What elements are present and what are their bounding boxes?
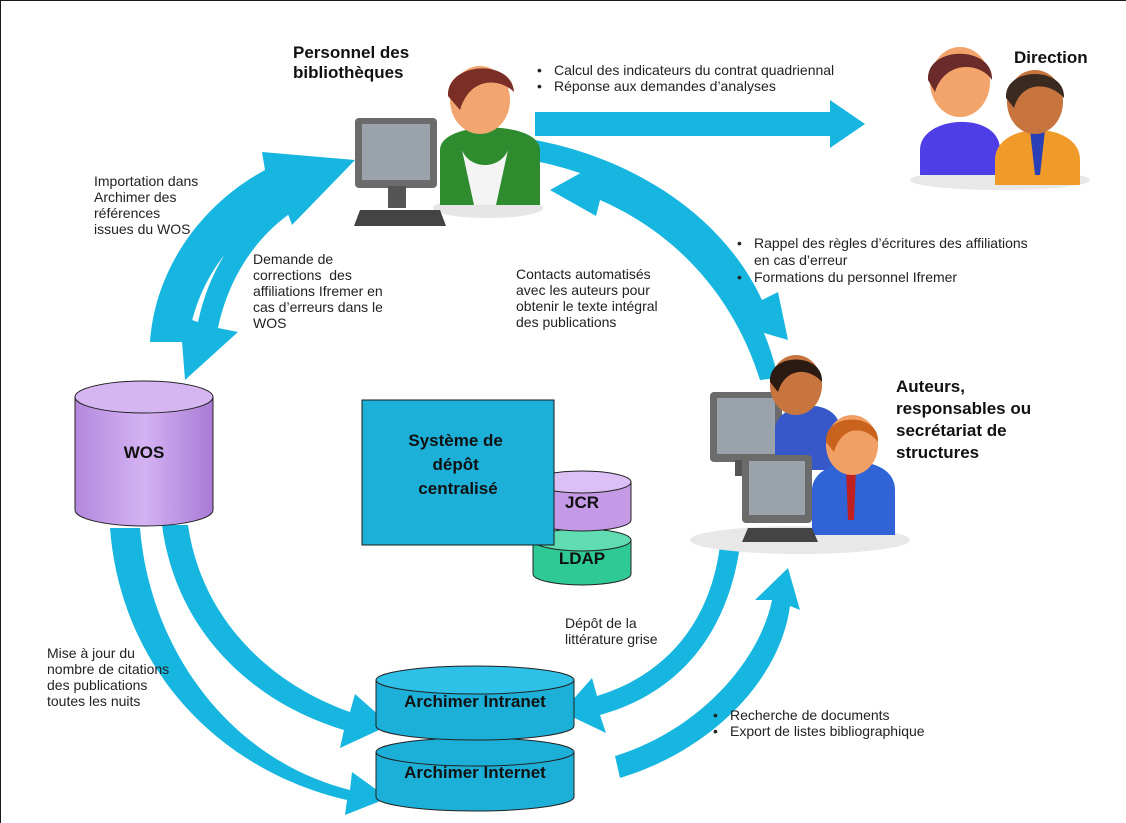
direction-flow-list: Calcul des indicateurs du contrat quadri… <box>537 62 834 94</box>
arrow-authors-to-intranet <box>562 545 740 733</box>
internet-flow-item: Export de listes bibliographique <box>713 723 925 739</box>
arrow-wos-to-internet <box>110 528 388 815</box>
ldap-database: LDAP <box>532 528 632 586</box>
direction-flow-item: Calcul des indicateurs du contrat quadri… <box>537 62 834 78</box>
grey-literature-label: Dépôt de la littérature grise <box>565 615 658 647</box>
archimer-internet-label: Archimer Internet <box>404 763 546 782</box>
authors-title: Auteurs, responsables ou secrétariat de … <box>896 377 1032 462</box>
jcr-label: JCR <box>565 493 599 512</box>
archimer-intranet-database: Archimer Intranet <box>375 665 575 741</box>
wos-label: WOS <box>124 443 165 462</box>
authors-flow-list: Rappel des règles d’écritures des affili… <box>737 235 1044 286</box>
auto-contacts-label: Contacts automatisés avec les auteurs po… <box>516 266 658 330</box>
arrow-wos-to-intranet <box>162 525 390 748</box>
citation-update-label: Mise à jour du nombre de citations des p… <box>47 645 170 709</box>
jcr-database: JCR <box>532 470 632 532</box>
arrow-library-to-wos <box>180 182 320 380</box>
import-wos-label: Importation dans Archimer des références… <box>94 173 199 237</box>
arrow-library-to-authors <box>535 140 788 340</box>
internet-flow-list: Recherche de documents Export de listes … <box>713 707 925 739</box>
direction-title: Direction <box>1014 48 1088 67</box>
authors-flow-item: Formations du personnel Ifremer <box>737 269 1044 286</box>
cycle-arrows <box>110 100 865 815</box>
ldap-label: LDAP <box>559 549 605 568</box>
central-deposit-system: LDAP JCR Système de dépôt centralisé <box>361 399 632 586</box>
central-system-box <box>361 399 555 546</box>
correction-request-label: Demande de corrections des affiliations … <box>253 251 383 331</box>
direction-icon <box>910 47 1090 190</box>
library-staff-label: Personnel des bibliothèques <box>293 43 410 82</box>
wos-database: WOS <box>74 380 214 527</box>
direction-flow-item: Réponse aux demandes d’analyses <box>537 78 834 94</box>
arrow-intranet-to-authors <box>615 568 800 778</box>
authors-icon <box>690 355 910 554</box>
library-staff-title: Personnel des bibliothèques <box>293 43 409 83</box>
archimer-intranet-label: Archimer Intranet <box>404 692 546 711</box>
arrow-authors-to-library <box>550 160 778 380</box>
library-staff-icon <box>354 66 543 226</box>
arrow-library-to-direction <box>535 100 865 148</box>
internet-flow-item: Recherche de documents <box>713 707 925 723</box>
central-system-label: Système de dépôt centralisé <box>408 431 507 498</box>
authors-flow-item: Rappel des règles d’écritures des affili… <box>737 235 1044 269</box>
archimer-internet-database: Archimer Internet <box>375 737 575 812</box>
